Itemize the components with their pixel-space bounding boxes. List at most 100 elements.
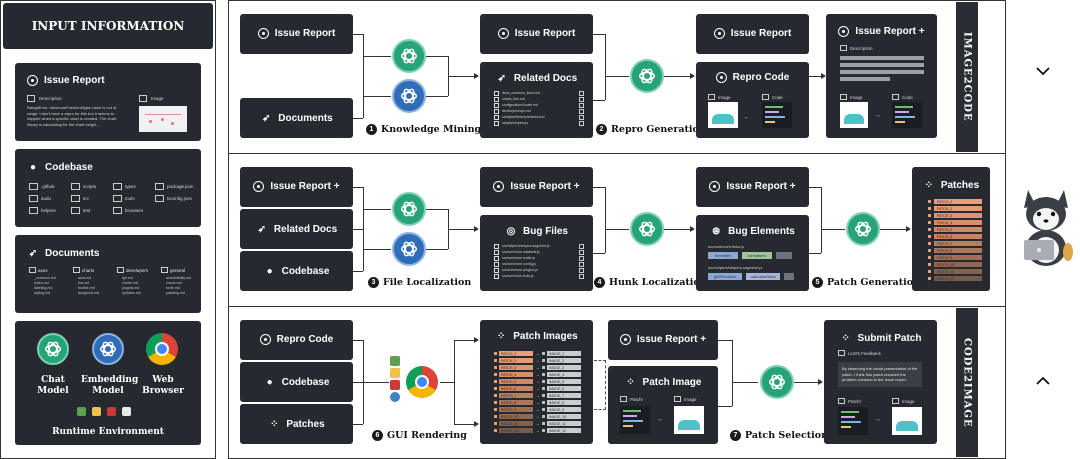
file-checkbox-icon bbox=[579, 114, 584, 120]
file-icon bbox=[155, 195, 164, 202]
image-icon bbox=[542, 352, 545, 355]
issue-report-card-title: Issue Report bbox=[44, 75, 105, 86]
folder-icon bbox=[117, 267, 124, 273]
image-icon bbox=[542, 380, 545, 383]
patch-image-row: PATCH_5→IMAGE_5 bbox=[494, 378, 584, 385]
r2-chat-model-icon-2 bbox=[630, 212, 664, 246]
image-icon bbox=[542, 401, 545, 404]
play-circle-icon bbox=[253, 181, 265, 192]
codebase-item: .github bbox=[29, 183, 55, 190]
embedding-model-icon bbox=[92, 333, 124, 365]
documents-file: plugins.md bbox=[122, 286, 140, 290]
file-checkbox-icon bbox=[579, 261, 584, 267]
patch-icon bbox=[494, 401, 497, 404]
patch-icon bbox=[494, 387, 497, 390]
input-information-header: INPUT INFORMATION bbox=[3, 3, 213, 49]
input-information-title: INPUT INFORMATION bbox=[31, 19, 185, 33]
file-icon bbox=[494, 249, 499, 255]
r3-web-browser-icon bbox=[406, 366, 438, 398]
bug-file: src/core/core.datasets.js bbox=[494, 249, 584, 255]
r1-plus-image-thumb bbox=[840, 102, 868, 128]
sandbox-icon bbox=[92, 407, 101, 416]
related-doc-file: samples/timer/previews.md bbox=[494, 114, 584, 120]
issue-image-thumbnail bbox=[139, 106, 187, 132]
r2-related-docs-label: Related Docs bbox=[273, 223, 338, 235]
patch-icon bbox=[928, 249, 931, 252]
folder-icon bbox=[29, 207, 38, 214]
patch-icon bbox=[494, 422, 497, 425]
r2-chat-model-icon-3 bbox=[846, 212, 880, 246]
file-icon bbox=[494, 261, 499, 267]
documents-file: bubble.md bbox=[78, 286, 95, 290]
r2-bug-files-box: ◎Bug Files src/helpers/helpers.segment.j… bbox=[480, 215, 593, 291]
package-icon bbox=[390, 392, 400, 402]
related-doc-file: charts_line.md bbox=[494, 96, 584, 102]
r3-patches-box: ⁘Patches bbox=[240, 404, 353, 444]
r1-plus-code-label: Code bbox=[902, 94, 913, 100]
issue-description-text: RangeError: minimumFractionDigits value … bbox=[27, 105, 117, 127]
r3-issue-report-plus-label: Issue Report + bbox=[636, 334, 707, 345]
documents-column-head: developers bbox=[117, 267, 155, 273]
file-icon bbox=[494, 267, 499, 273]
arrow-icon: → bbox=[535, 399, 540, 406]
arrow-icon: → bbox=[535, 357, 540, 364]
code-icon bbox=[892, 94, 899, 100]
r1-issue-report-box-3: Issue Report bbox=[696, 14, 809, 54]
image-icon bbox=[542, 387, 545, 390]
r1-related-docs-label: Related Docs bbox=[513, 72, 578, 84]
r1-issue-report-plus-box: Issue Report + Description Image Code → bbox=[826, 14, 937, 138]
documents-file: labeling.md bbox=[34, 286, 53, 290]
image-icon bbox=[708, 94, 715, 100]
patch-item: PATCH_4 bbox=[928, 219, 982, 226]
r2-bug-elements-box: ⊛Bug Elements src/core/core.ticks.js for… bbox=[696, 215, 809, 291]
r1-plus-image-label: Image bbox=[850, 94, 863, 100]
chevron-down-icon[interactable] bbox=[1036, 64, 1050, 78]
patch-image-row: PATCH_12→IMAGE_12 bbox=[494, 427, 584, 434]
file-checkbox-icon bbox=[579, 273, 584, 279]
patch-icon bbox=[494, 352, 497, 355]
documents-file: styling.md bbox=[34, 291, 51, 295]
chevron-up-icon[interactable] bbox=[1036, 374, 1050, 388]
patch-icon bbox=[494, 359, 497, 362]
r3-chat-model-icon bbox=[760, 365, 794, 399]
related-doc-file: configuration/locale.md bbox=[494, 102, 584, 108]
code2image-side-label: CODE2IMAGE bbox=[956, 308, 978, 457]
code-icon bbox=[620, 396, 627, 402]
codebase-item: audo bbox=[29, 195, 51, 202]
r3-repro-code-box: Repro Code bbox=[240, 320, 353, 360]
runtime-environment-label: Runtime Environment bbox=[52, 427, 164, 437]
sandbox-icon bbox=[390, 368, 400, 378]
related-doc-file: developers/api.md bbox=[494, 108, 584, 114]
r1-plus-code-thumb bbox=[892, 102, 922, 128]
arrow-icon: → bbox=[535, 392, 540, 399]
bug-file: src/core/core.ticks.js bbox=[494, 273, 584, 279]
r1-documents-box: ➶Documents bbox=[240, 98, 353, 138]
patch-icon bbox=[494, 415, 497, 418]
r3-codebase-box: ●Codebase bbox=[240, 362, 353, 402]
bug-file: src/core/core.plugins.js bbox=[494, 267, 584, 273]
folder-icon bbox=[71, 207, 80, 214]
r1-repro-image-label: Image bbox=[718, 94, 731, 100]
patch-item: PATCH_9 bbox=[928, 254, 982, 261]
crosshair-icon: ⊛ bbox=[711, 225, 721, 237]
documents-column-head: charts bbox=[73, 267, 111, 273]
patch-icon bbox=[494, 380, 497, 383]
image-icon bbox=[542, 394, 545, 397]
issue-report-card: Issue Report Description RangeError: min… bbox=[15, 63, 201, 141]
r3-submit-code-thumb bbox=[838, 407, 868, 435]
image-icon bbox=[542, 366, 545, 369]
folder-icon bbox=[29, 267, 36, 273]
r1-repro-code-sublabel: Code bbox=[772, 94, 783, 100]
file-checkbox-icon bbox=[579, 255, 584, 261]
arrow-icon: → bbox=[535, 420, 540, 427]
file-icon bbox=[494, 90, 499, 96]
description-icon bbox=[27, 95, 35, 102]
